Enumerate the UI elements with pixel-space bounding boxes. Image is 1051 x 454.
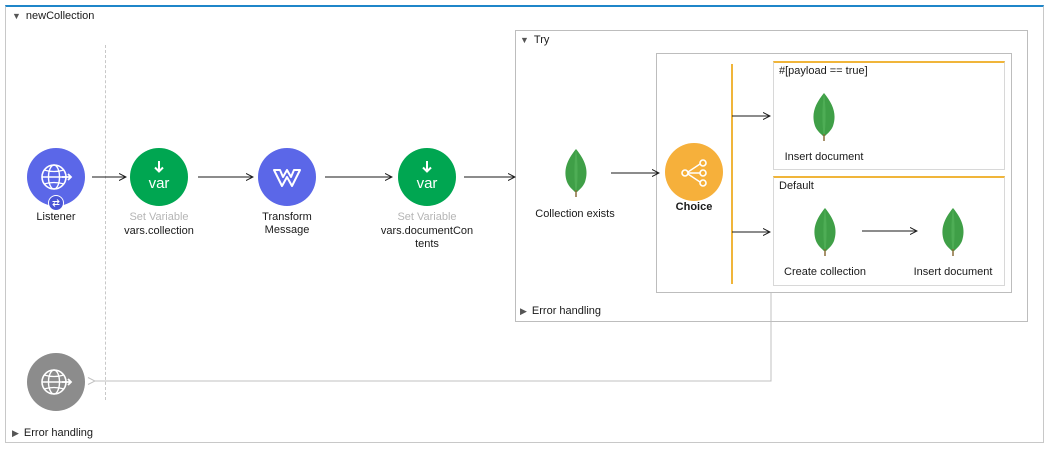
expand-triangle-icon[interactable]: ▶ [520,306,527,316]
source-badge-icon [48,195,64,211]
var-glyph: var [149,175,170,192]
create-collection-label: Create collection [784,266,866,278]
try-title: Try [533,34,550,46]
mongodb-leaf-icon [813,93,835,141]
try-error-handling[interactable]: ▶ Error handling [520,305,601,317]
source-divider [105,45,106,400]
response-node[interactable] [27,353,85,411]
mongodb-leaf-icon [565,149,587,197]
collapse-triangle-icon[interactable]: ▼ [520,35,529,45]
flow-title: newCollection [25,10,95,22]
collapse-triangle-icon[interactable]: ▼ [12,11,21,21]
flow-frame [5,5,1044,443]
globe-arrow-icon [41,369,73,395]
set-variable-collection-node[interactable]: var [130,148,188,206]
insert-document-when-node[interactable] [811,92,837,142]
flow-error-handling[interactable]: ▶ Error handling [12,427,93,439]
set-variable-document-node[interactable]: var [398,148,456,206]
choice-label: Choice [675,201,713,213]
listener-label: Listener [36,211,76,223]
globe-arrow-icon [41,164,73,190]
set-variable-name-line2: tents [415,238,439,250]
transform-label-line1: Transform [262,211,312,223]
insert-document-default-label: Insert document [913,266,993,278]
download-arrow-var-icon: var [149,161,170,192]
set-variable-name-line1: vars.documentCon [380,225,474,237]
var-glyph: var [417,175,438,192]
try-error-handling-label: Error handling [531,305,602,317]
create-collection-node[interactable] [812,207,838,257]
collection-exists-node[interactable] [563,148,589,198]
choice-node[interactable] [665,143,723,201]
mongodb-leaf-icon [814,208,836,256]
transform-message-node[interactable] [258,148,316,206]
expand-triangle-icon[interactable]: ▶ [12,428,19,438]
set-variable-name-label: vars.collection [124,225,194,237]
route-default-label: Default [779,180,814,192]
route-when-expression: #[payload == true] [779,65,868,77]
download-arrow-var-icon: var [417,161,438,192]
collection-exists-label: Collection exists [535,208,615,220]
route-when[interactable] [773,61,1005,170]
insert-document-when-label: Insert document [784,151,864,163]
return-connector [94,293,772,381]
branch-icon [681,159,707,187]
flow-error-handling-label: Error handling [23,427,94,439]
transform-label-line2: Message [264,224,310,236]
try-header[interactable]: ▼ Try [520,34,549,46]
insert-document-default-node[interactable] [940,207,966,257]
set-variable-type-label: Set Variable [397,211,457,223]
set-variable-type-label: Set Variable [129,211,189,223]
choice-route-bar [731,64,733,284]
dataweave-icon [273,169,301,187]
route-default[interactable] [773,176,1005,286]
mongodb-leaf-icon [942,208,964,256]
flow-header[interactable]: ▼ newCollection [12,10,94,22]
